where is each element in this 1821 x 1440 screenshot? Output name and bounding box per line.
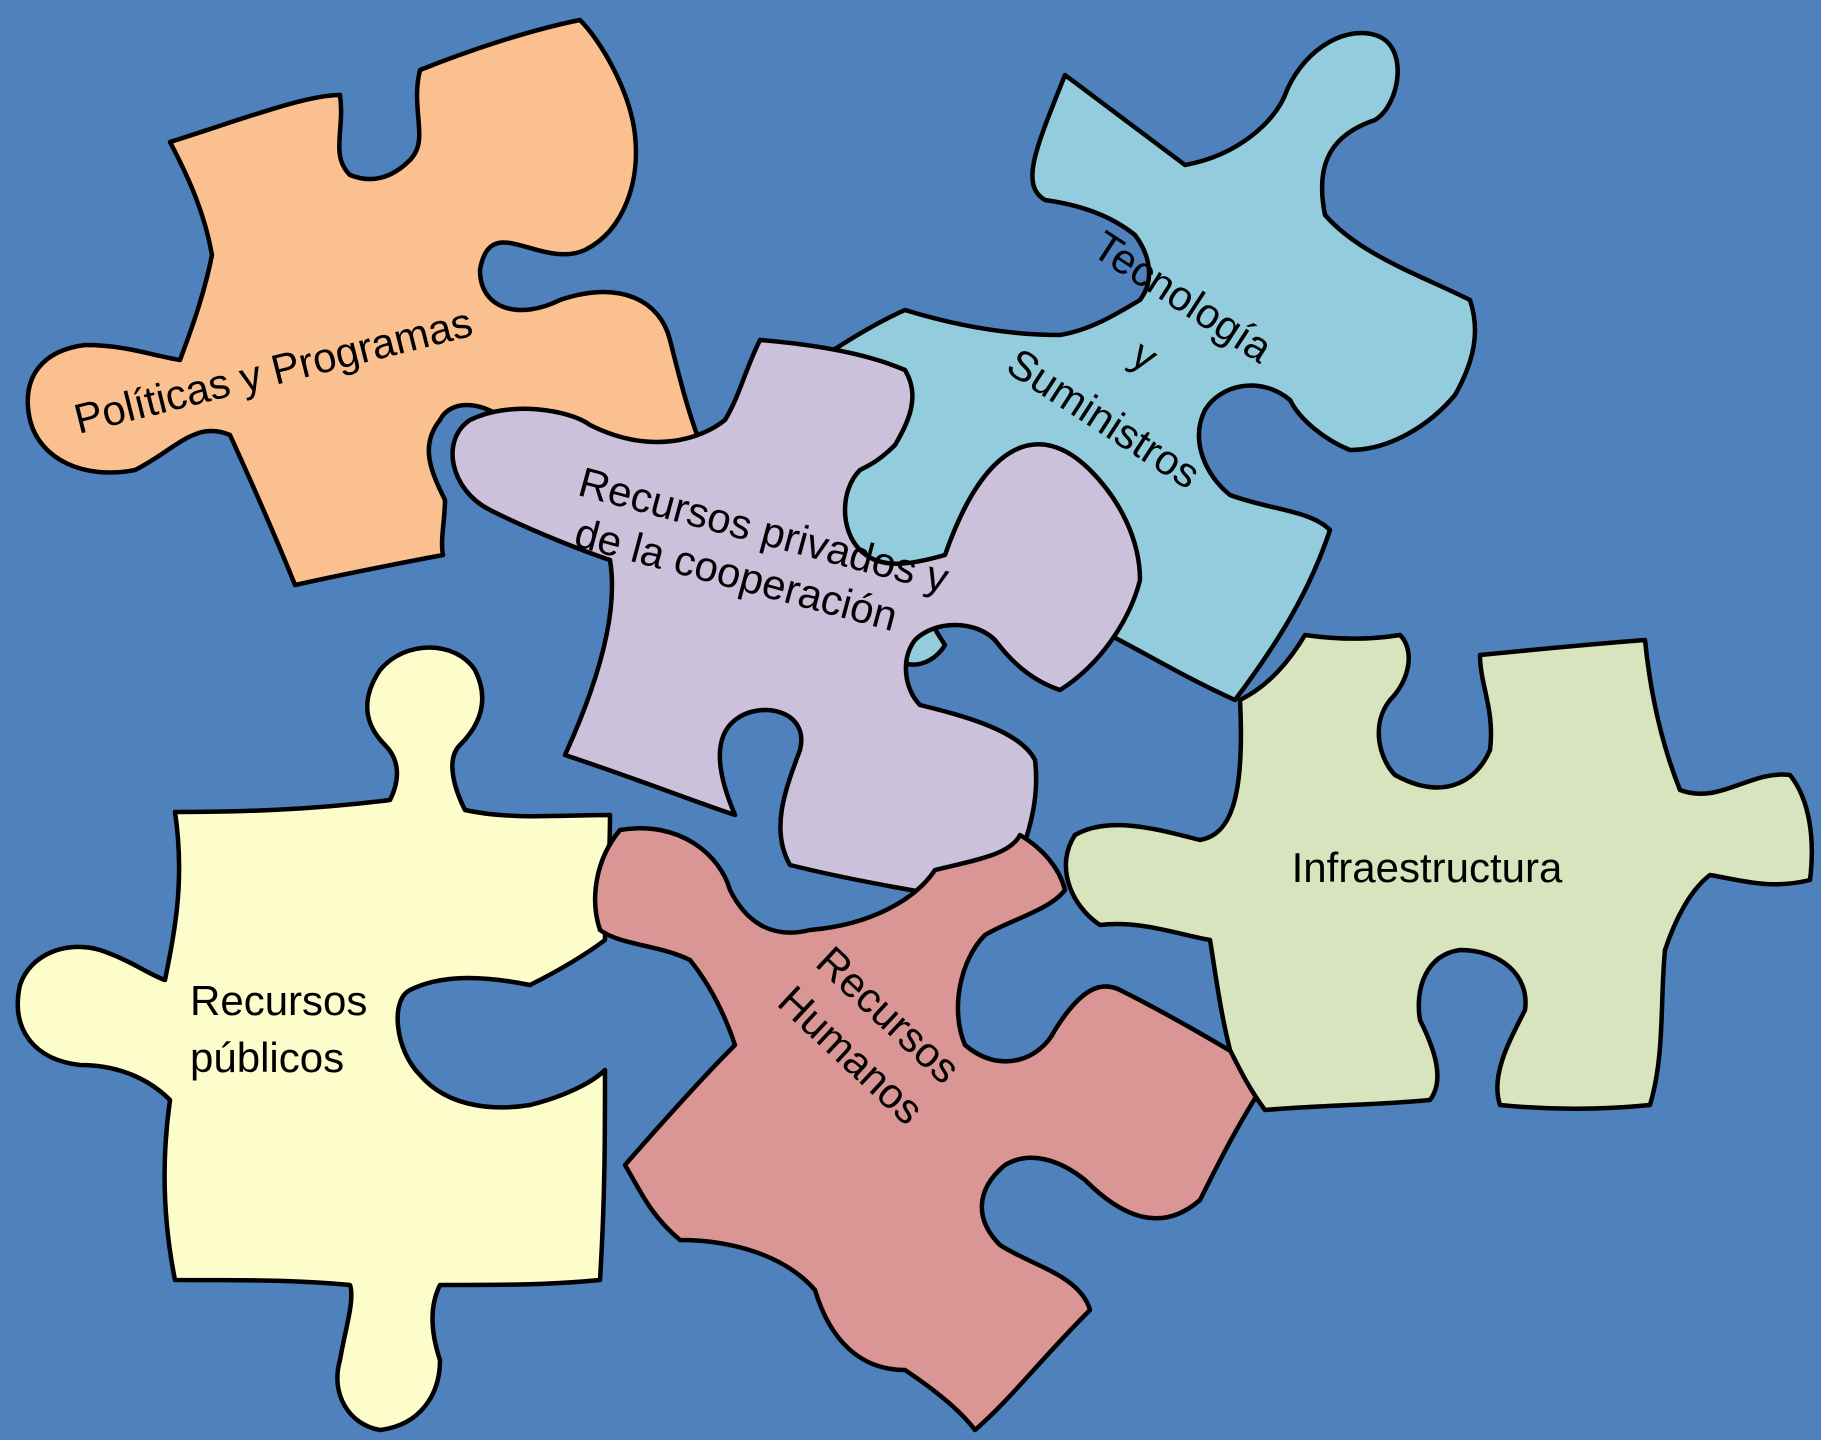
piece-infraestructura: Infraestructura	[1063, 632, 1815, 1113]
piece-humanos-shape	[593, 826, 1273, 1433]
infraestructura-label: Infraestructura	[1292, 844, 1563, 891]
piece-privados: Recursos privados y de la cooperación	[450, 337, 1143, 928]
piece-publicos: Recursos públicos	[15, 645, 613, 1433]
piece-humanos: Recursos Humanos	[593, 826, 1273, 1433]
piece-publicos-shape	[15, 645, 613, 1433]
piece-infraestructura-shape	[1063, 632, 1815, 1113]
publicos-line-2: públicos	[190, 1034, 344, 1081]
publicos-line-1: Recursos	[190, 977, 367, 1024]
